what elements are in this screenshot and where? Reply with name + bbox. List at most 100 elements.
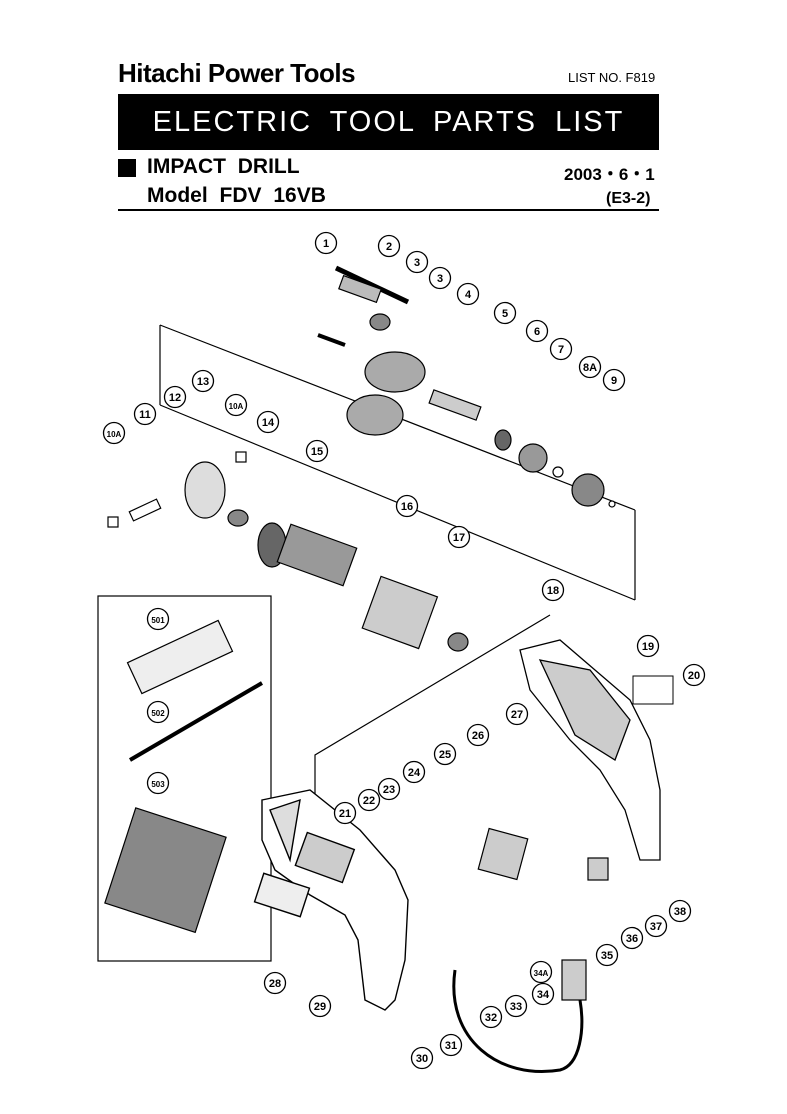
callout-label: 20 [688,670,700,682]
list-number: LIST NO. F819 [568,70,656,85]
callout-circle [439,1033,463,1057]
callout-label: 10A [229,402,244,411]
callout-label: 502 [151,709,165,718]
callout-circle [133,402,157,426]
header-rule [118,209,659,211]
callout-circle [549,337,573,361]
callout-label: 30 [416,1053,428,1065]
callout-label: 6 [534,326,540,338]
callout-circle [102,421,126,445]
callout-circle [224,393,248,417]
callout-circle [357,788,381,812]
callout-circle [163,385,187,409]
callout-circle [529,960,553,984]
callout-circle [146,607,170,631]
callout-circle [456,282,480,306]
drill-body [253,789,409,1011]
callout-label: 7 [558,344,564,356]
callout-label: 15 [311,446,323,458]
callout-circle [682,663,706,687]
list-date: 2003・6・1 [564,165,655,184]
callout-label: 3 [437,273,443,285]
accessory-box [97,595,272,962]
callout-circle [479,1005,503,1029]
callout-label: 22 [363,795,375,807]
callout-label: 1 [323,238,329,250]
callout-label: 9 [611,375,617,387]
callout-circle [263,971,287,995]
callout-circle [447,525,471,549]
callout-circle [578,355,602,379]
callout-label: 10A [107,430,122,439]
callout-circle [191,369,215,393]
callout-label: 35 [601,950,613,962]
callout-label: 14 [262,417,275,429]
callout-circle [305,439,329,463]
product-name: IMPACT DRILL [147,155,300,178]
callout-circle [405,250,429,274]
banner-title: ELECTRIC TOOL PARTS LIST [118,94,659,150]
callout-circle [493,301,517,325]
callout-circle [410,1046,434,1070]
callout-label: 33 [510,1001,522,1013]
callout-label: 34A [534,969,549,978]
callout-circle [146,700,170,724]
callout-label: 23 [383,784,395,796]
callout-circle [433,742,457,766]
callout-circle [541,578,565,602]
callout-label: 18 [547,585,559,597]
callout-label: 26 [472,730,484,742]
edition-code: (E3-2) [606,190,651,207]
callout-circle [602,368,626,392]
callout-label: 28 [269,978,281,990]
callout-circle [256,410,280,434]
callout-label: 17 [453,532,465,544]
callout-circle [504,994,528,1018]
callout-label: 37 [650,921,662,933]
callout-label: 501 [151,616,165,625]
callout-label: 29 [314,1001,326,1013]
callout-label: 24 [408,767,421,779]
callout-circle [636,634,660,658]
callout-circle [428,266,452,290]
callout-label: 19 [642,641,654,653]
callout-circle [595,943,619,967]
callout-circle [377,234,401,258]
callout-label: 27 [511,709,523,721]
callout-label: 2 [386,241,392,253]
callout-circle [531,982,555,1006]
callout-label: 31 [445,1040,457,1052]
callout-label: 3 [414,257,420,269]
callout-label: 21 [339,808,351,820]
callout-label: 12 [169,392,181,404]
model-name: Model FDV 16VB [147,184,326,207]
callout-circle [402,760,426,784]
callout-label: 13 [197,376,209,388]
brand-title: Hitachi Power Tools [118,58,356,88]
callout-label: 38 [674,906,686,918]
callout-label: 32 [485,1012,497,1024]
callout-circle [466,723,490,747]
callout-label: 16 [401,501,413,513]
callout-label: 11 [139,409,151,421]
callout-circle [314,231,338,255]
callout-label: 4 [465,289,472,301]
parts-shapes [104,265,616,1073]
callout-circle [395,494,419,518]
label-plate [632,675,674,705]
callout-circle [525,319,549,343]
housing-half [519,639,661,861]
callout-circle [308,994,332,1018]
bullet-square [118,159,136,177]
callout-circle [333,801,357,825]
callout-label: 8A [583,362,597,374]
callout-label: 25 [439,749,451,761]
callout-circle [644,914,668,938]
callout-circle [377,777,401,801]
callout-circle [505,702,529,726]
callout-label: 5 [502,308,508,320]
callout-circle [668,899,692,923]
callout-label: 36 [626,933,638,945]
